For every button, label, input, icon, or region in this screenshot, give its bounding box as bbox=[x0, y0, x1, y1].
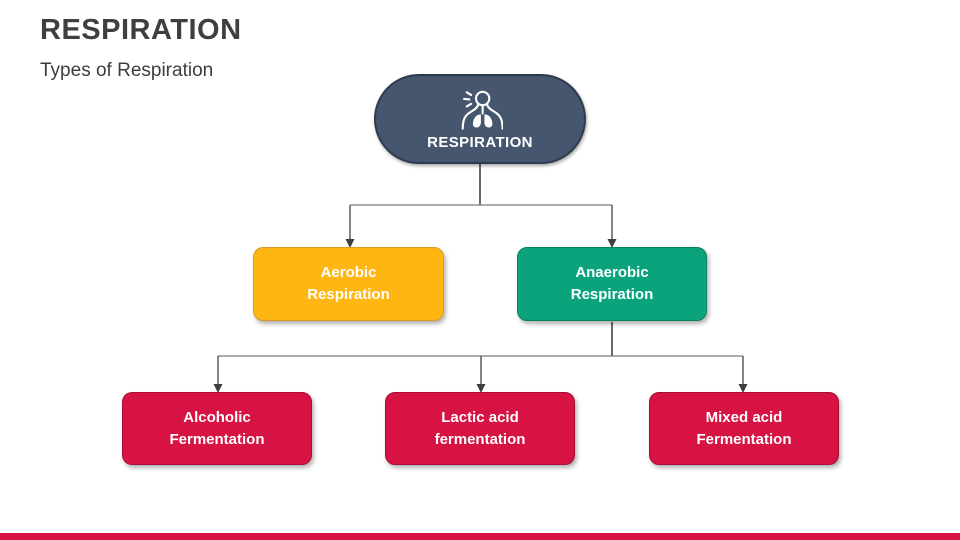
node-anaerobic-respiration: Anaerobic Respiration bbox=[517, 247, 707, 321]
node-label-line: Respiration bbox=[307, 286, 390, 303]
root-node-label: RESPIRATION bbox=[427, 134, 533, 151]
node-respiration-root: RESPIRATION bbox=[374, 74, 586, 164]
node-label-line: Aerobic bbox=[320, 264, 377, 282]
node-label-line: Anaerobic bbox=[575, 264, 649, 282]
node-aerobic-respiration: Aerobic Respiration bbox=[253, 247, 444, 321]
page-title: RESPIRATION bbox=[40, 14, 242, 46]
node-label-line: Alcoholic bbox=[183, 408, 251, 426]
node-label-line: Mixed acid bbox=[705, 408, 783, 426]
node-label-line: Fermentation bbox=[169, 430, 265, 448]
node-label-line: Lactic acid bbox=[441, 408, 519, 426]
breathing-person-lungs-icon bbox=[457, 89, 504, 131]
node-label-line: Fermentation bbox=[696, 430, 792, 448]
node-alcoholic-fermentation: Alcoholic Fermentation bbox=[122, 392, 312, 465]
page-subtitle: Types of Respiration bbox=[40, 60, 214, 81]
node-label-line: fermentation bbox=[434, 430, 526, 448]
footer-accent-bar bbox=[0, 533, 960, 540]
node-mixed-acid-fermentation: Mixed acid Fermentation bbox=[649, 392, 839, 465]
node-label-line: Respiration bbox=[570, 286, 654, 303]
node-lactic-acid-fermentation: Lactic acid fermentation bbox=[385, 392, 575, 465]
